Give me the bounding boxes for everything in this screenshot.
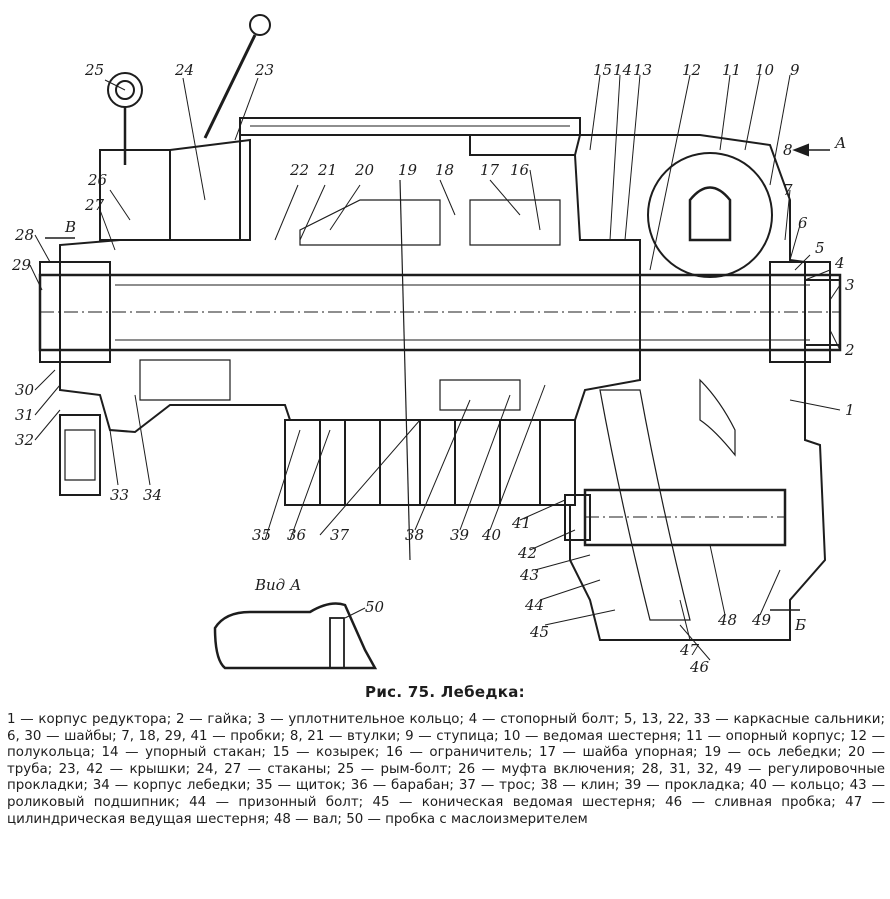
callout-32: 32 [15, 431, 34, 449]
view-a-label: Вид А [254, 576, 301, 594]
callout-42: 42 [517, 544, 537, 562]
callout-31: 31 [15, 406, 34, 424]
callout-28: 28 [14, 226, 34, 244]
arrow-label-v: В [64, 218, 76, 236]
callout-38: 38 [405, 526, 424, 544]
callout-48: 48 [717, 611, 737, 629]
callout-23: 23 [254, 61, 274, 79]
callout-36: 36 [287, 526, 307, 544]
callout-12: 12 [682, 61, 701, 79]
callout-labels: 1 2 3 4 5 6 7 8 9 10 11 12 13 14 15 16 1… [11, 61, 855, 676]
callout-25: 25 [84, 61, 104, 79]
callout-45: 45 [529, 623, 549, 641]
figure-caption: Рис. 75. Лебедка: [365, 683, 525, 701]
callout-8: 8 [783, 141, 793, 159]
callout-35: 35 [252, 526, 271, 544]
callout-19: 19 [398, 161, 418, 179]
callout-18: 18 [435, 161, 454, 179]
callout-1: 1 [845, 401, 855, 419]
callout-29: 29 [11, 256, 32, 274]
callout-47: 47 [679, 641, 700, 659]
callout-10: 10 [755, 61, 775, 79]
figure-legend: 1 — корпус редуктора; 2 — гайка; 3 — упл… [7, 712, 885, 827]
callout-17: 17 [480, 161, 500, 179]
callout-16: 16 [510, 161, 530, 179]
callout-4: 4 [834, 254, 845, 272]
callout-30: 30 [15, 381, 35, 399]
callout-20: 20 [354, 161, 375, 179]
callout-49: 49 [751, 611, 772, 629]
callout-5: 5 [815, 239, 825, 257]
callout-11: 11 [722, 61, 741, 79]
callout-40: 40 [481, 526, 502, 544]
callout-34: 34 [143, 486, 162, 504]
callout-7: 7 [783, 181, 793, 199]
winch-drawing: 1 2 3 4 5 6 7 8 9 10 11 12 13 14 15 16 1… [11, 14, 855, 676]
callout-3: 3 [845, 276, 855, 294]
callout-24: 24 [174, 61, 194, 79]
callout-44: 44 [524, 596, 544, 614]
callout-26: 26 [87, 171, 108, 189]
arrow-label-b: Б [794, 616, 806, 634]
callout-43: 43 [519, 566, 539, 584]
arrow-label-a: А [834, 134, 846, 152]
callout-22: 22 [289, 161, 309, 179]
callout-37: 37 [330, 526, 350, 544]
callout-39: 39 [450, 526, 470, 544]
callout-33: 33 [110, 486, 129, 504]
callout-21: 21 [317, 161, 337, 179]
callout-50: 50 [365, 598, 385, 616]
callout-9: 9 [790, 61, 800, 79]
callout-6: 6 [798, 214, 808, 232]
callout-41: 41 [511, 514, 531, 532]
callout-13: 13 [633, 61, 652, 79]
callout-27: 27 [84, 196, 105, 214]
callout-14: 14 [613, 61, 632, 79]
callout-46: 46 [689, 658, 710, 676]
callout-2: 2 [844, 341, 855, 359]
winch-outline [29, 14, 842, 670]
callout-15: 15 [593, 61, 612, 79]
